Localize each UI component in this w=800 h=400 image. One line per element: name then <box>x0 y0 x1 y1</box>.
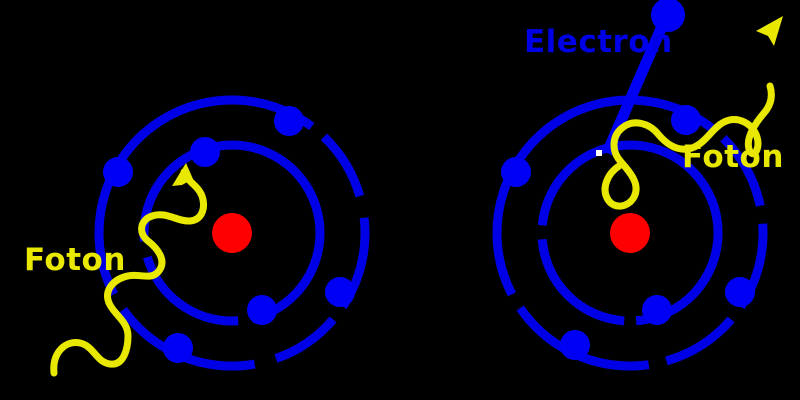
label-electron-right: Electron <box>524 24 673 60</box>
atom-right-photon-wave <box>601 82 775 210</box>
atom-right-electron-escaping <box>651 0 685 32</box>
atom-left-photon-arrowhead <box>172 163 193 186</box>
atom-left-nucleus <box>212 213 252 253</box>
label-foton-right: Foton <box>682 139 784 175</box>
atom-right-nucleus <box>610 213 650 253</box>
atom-right-inner-orbit <box>537 140 723 326</box>
atom-left-electron-outer-2 <box>274 106 304 136</box>
atom-right-electron-outer-1 <box>501 157 531 187</box>
atom-right-electron-inner-1 <box>642 295 672 325</box>
atom-right-electron-outer-4 <box>560 330 590 360</box>
atom-left-electron-outer-4 <box>163 333 193 363</box>
atom-right-vacancy-marker <box>596 150 602 156</box>
atom-left-electron-inner-2 <box>247 295 277 325</box>
atom-left-photon-wave <box>50 168 207 377</box>
atom-left <box>50 95 370 377</box>
label-foton-left: Foton <box>24 242 126 278</box>
atom-right-photon-arrowhead <box>756 16 783 46</box>
atom-left-electron-outer-1 <box>103 157 133 187</box>
atom-left-electron-inner-1 <box>190 137 220 167</box>
atom-left-electron-outer-3 <box>325 277 355 307</box>
atom-right <box>492 0 783 371</box>
atom-right-electron-outer-2 <box>671 105 701 135</box>
atom-right-electron-outer-3 <box>725 277 755 307</box>
atom-left-outer-orbit <box>94 95 370 371</box>
